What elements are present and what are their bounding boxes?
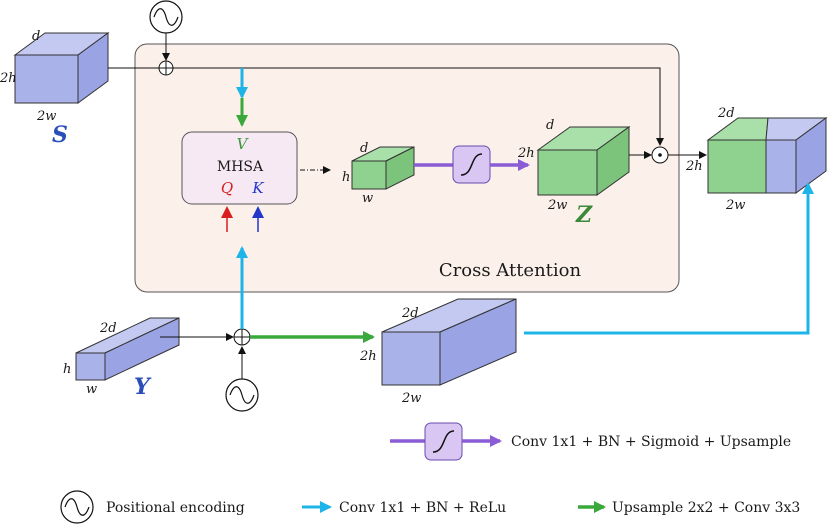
cube-y xyxy=(75,317,180,381)
cube-y-d-label: 2d xyxy=(99,321,117,336)
mhsa-block xyxy=(181,131,298,205)
cube-upsampled-w-label: 2w xyxy=(401,391,421,406)
legend-sigmoid-text: Conv 1x1 + BN + Sigmoid + Upsample xyxy=(511,434,791,450)
cube-s-h-label: 2h xyxy=(0,71,17,86)
cube-z-d-label: d xyxy=(546,118,554,133)
mhsa-k-label: K xyxy=(251,179,264,197)
skip-line-to-multiply xyxy=(173,67,664,146)
cube-upsampled-h-label: 2h xyxy=(359,349,377,364)
mhsa-label: MHSA xyxy=(217,159,264,175)
cyan-arrow-to-output xyxy=(524,182,814,335)
cube-small-w-label: w xyxy=(362,191,373,206)
cross-attention-label: Cross Attention xyxy=(439,260,582,281)
cube-z-h-label: 2h xyxy=(517,146,535,161)
legend-green-text: Upsample 2x2 + Conv 3x3 xyxy=(612,500,800,516)
cube-s xyxy=(13,32,110,104)
cube-small xyxy=(351,146,415,190)
mhsa-q-label: Q xyxy=(221,179,233,197)
cube-output xyxy=(706,117,828,194)
cube-upsampled xyxy=(381,298,517,386)
cube-s-d-label: d xyxy=(32,29,40,44)
add-node-top-icon xyxy=(158,60,174,76)
mhsa-v-label: V xyxy=(237,135,250,153)
cube-small-d-label: d xyxy=(360,141,368,156)
legend-positional-icon xyxy=(60,490,94,524)
multiply-node-icon xyxy=(651,146,669,164)
output-h-label-left: 2h xyxy=(685,159,703,174)
cube-z-w-label: 2w xyxy=(547,198,567,213)
positional-encoding-bottom-icon xyxy=(225,378,259,412)
legend-sigmoid-icon xyxy=(424,422,463,461)
cube-output-d-label: 2d xyxy=(717,106,735,121)
sigmoid-icon xyxy=(452,145,491,184)
cube-s-w-label: 2w xyxy=(36,109,56,124)
cube-y-w-label: w xyxy=(86,382,97,397)
positional-encoding-top-icon xyxy=(149,0,183,34)
cube-z-name: Z xyxy=(575,202,593,228)
cube-upsampled-d-label: 2d xyxy=(401,306,419,321)
cube-small-h-label: h xyxy=(342,170,350,185)
cube-y-name: Y xyxy=(134,374,152,400)
cube-output-w-label: 2w xyxy=(725,198,745,213)
legend-positional-text: Positional encoding xyxy=(106,500,245,516)
cube-s-name: S xyxy=(52,122,68,148)
cube-z xyxy=(536,126,631,196)
cube-y-h-label: h xyxy=(63,362,71,377)
add-node-bottom-icon xyxy=(233,328,251,346)
legend-cyan-text: Conv 1x1 + BN + ReLu xyxy=(339,500,506,516)
